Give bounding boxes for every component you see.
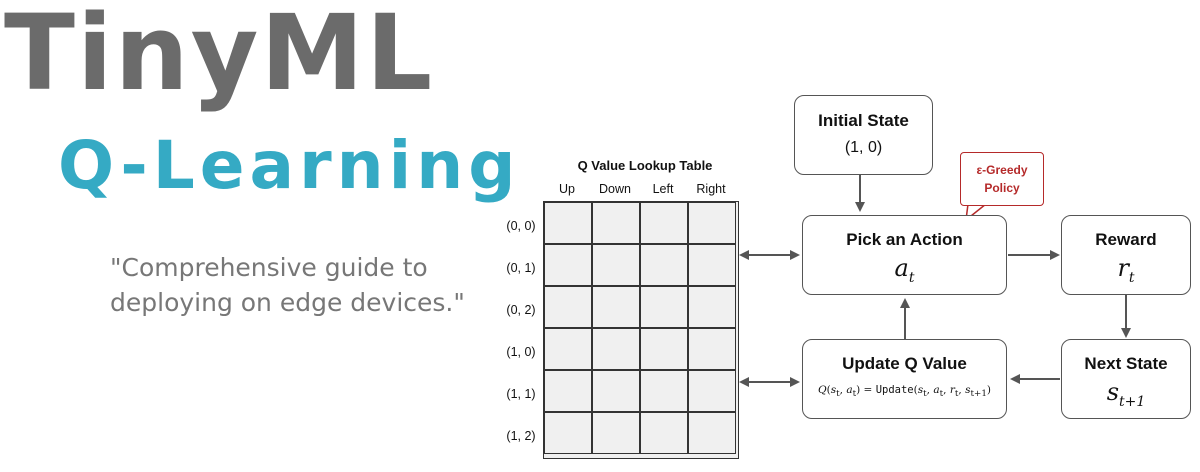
qtable-row-label: (1, 2) — [506, 429, 536, 443]
qtable-col-up: Up — [559, 182, 575, 196]
qtable-col-down: Down — [599, 182, 631, 196]
qtable-cell — [640, 202, 688, 244]
next-state-symbol: st+1 — [1106, 378, 1146, 410]
qtable-cell — [688, 328, 736, 370]
reward-symbol: rt — [1117, 254, 1135, 286]
initial-state-title: Initial State — [818, 111, 909, 130]
policy-line1: ε-Greedy — [976, 163, 1028, 177]
qtable-cell — [544, 412, 592, 454]
qtable-cell — [688, 286, 736, 328]
qtable-row-label: (0, 2) — [506, 303, 536, 317]
pick-action-node: Pick an Action at — [802, 215, 1007, 295]
quote-text: "Comprehensive guide to deploying on edg… — [110, 253, 465, 317]
subtitle: Q-Learning — [58, 127, 521, 204]
qtable-cell — [592, 244, 640, 286]
pick-action-title: Pick an Action — [846, 230, 963, 249]
qtable-cell — [688, 202, 736, 244]
qtable-title: Q Value Lookup Table — [577, 158, 713, 173]
qtable-cell — [544, 202, 592, 244]
qtable-cell — [688, 244, 736, 286]
qtable-grid — [543, 201, 739, 459]
reward-title: Reward — [1095, 230, 1157, 249]
qtable-row-label: (1, 1) — [506, 387, 536, 401]
qtable-cell — [544, 286, 592, 328]
qtable-cell — [640, 244, 688, 286]
reward-node: Reward rt — [1061, 215, 1191, 295]
qtable-cell — [592, 412, 640, 454]
update-q-title: Update Q Value — [842, 354, 967, 373]
qtable-col-right: Right — [696, 182, 726, 196]
qtable-cell — [544, 244, 592, 286]
next-state-title: Next State — [1084, 354, 1168, 373]
qtable-cell — [544, 370, 592, 412]
policy-line2: Policy — [984, 181, 1020, 195]
qtable-cell — [592, 286, 640, 328]
qtable-row-label: (0, 1) — [506, 261, 536, 275]
qtable-cell — [592, 202, 640, 244]
update-q-formula: Q(st, at) = Update(st, at, rt, st+1) — [817, 384, 991, 400]
qtable-cell — [544, 328, 592, 370]
epsilon-greedy-callout: ε-Greedy Policy — [960, 152, 1044, 206]
update-q-node: Update Q Value Q(st, at) = Update(st, at… — [802, 339, 1007, 419]
qtable-row-label: (1, 0) — [506, 345, 536, 359]
qtable-col-left: Left — [652, 182, 674, 196]
qtable-cell — [688, 370, 736, 412]
qtable-cell — [640, 370, 688, 412]
qtable-cell — [592, 370, 640, 412]
qtable-cell — [688, 412, 736, 454]
qtable-cell — [640, 412, 688, 454]
initial-state-value: (1, 0) — [844, 139, 883, 156]
main-title: TinyML — [4, 0, 435, 114]
qtable-cell — [640, 328, 688, 370]
next-state-node: Next State st+1 — [1061, 339, 1191, 419]
initial-state-node: Initial State (1, 0) — [794, 95, 933, 175]
pick-action-symbol: at — [894, 254, 915, 286]
qtable-cell — [640, 286, 688, 328]
qtable-cell — [592, 328, 640, 370]
qtable-row-label: (0, 0) — [506, 219, 536, 233]
